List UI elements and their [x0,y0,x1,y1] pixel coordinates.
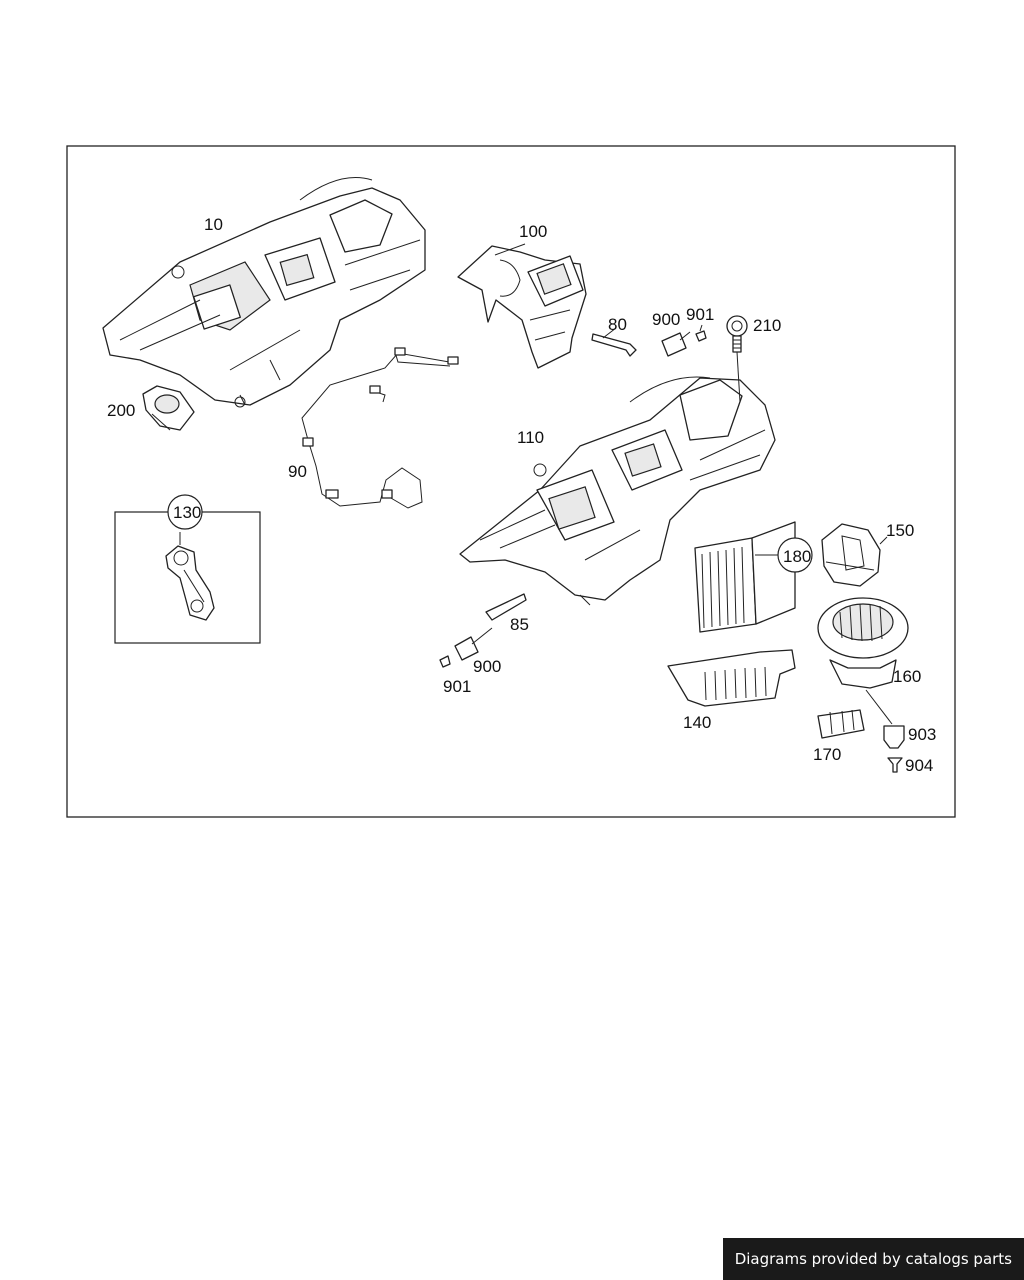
part-170-resistor [817,709,865,739]
callout-circle-180 [777,537,813,573]
part-903-clip [883,725,905,749]
part-10-hvac-housing [102,177,426,408]
label-900-bottom: 900 [473,657,501,676]
part-160-blower-motor [817,597,909,689]
label-900-top: 900 [652,310,680,329]
label-210: 210 [753,316,781,335]
label-903: 903 [908,725,936,744]
label-200: 200 [107,401,135,420]
label-160: 160 [893,667,921,686]
part-100-bracket [457,245,587,369]
part-140-grille [667,649,796,707]
part-180-cabin-filter [694,521,796,633]
diagram-frame [66,145,956,818]
part-210-bolt [726,315,748,353]
label-90: 90 [288,462,307,481]
label-100: 100 [519,222,547,241]
label-180: 180 [783,547,811,566]
part-150-blower-housing [821,523,881,587]
credit-footer: Diagrams provided by catalogs parts [722,1238,1024,1280]
label-140: 140 [683,713,711,732]
label-85: 85 [510,615,529,634]
part-80-sensor [591,327,637,357]
leader-lines [179,243,893,725]
part-901-pin-bottom [439,655,451,668]
label-901-top: 901 [686,305,714,324]
part-904-screw [887,757,903,773]
callout-circle-130 [167,494,203,530]
label-110: 110 [517,428,544,447]
label-10: 10 [204,215,223,234]
part-85-sensor [485,593,527,621]
label-170: 170 [813,745,841,764]
part-90-wiring-harness [301,347,459,509]
part-110-hvac-housing [459,376,776,606]
part-130-detail-box [114,511,261,644]
label-901-bottom: 901 [443,677,471,696]
label-130: 130 [173,503,201,522]
label-80: 80 [608,315,627,334]
part-200-actuator [142,385,195,431]
part-900-clip-top [661,331,691,357]
part-901-pin-top [695,324,707,342]
label-150: 150 [886,521,914,540]
part-900-clip-bottom [454,627,493,661]
label-904: 904 [905,756,933,775]
